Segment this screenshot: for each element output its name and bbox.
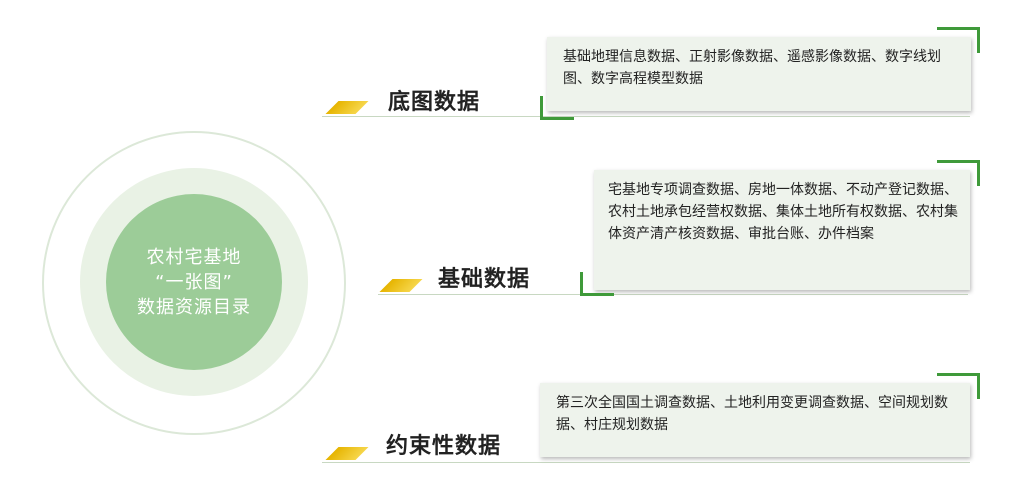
center-circle: 农村宅基地 “一张图” 数据资源目录 <box>106 194 282 370</box>
corner-cap-side-constraint <box>977 373 980 399</box>
center-title-line3: 数据资源目录 <box>137 296 251 318</box>
detail-text-basemap: 基础地理信息数据、正射影像数据、遥感影像数据、数字线划图、数字高程模型数据 <box>563 49 941 87</box>
corner-bracket-bottom-basic <box>580 293 614 296</box>
center-title-line1: 农村宅基地 <box>146 246 242 268</box>
corner-cap-side-basemap <box>977 27 980 53</box>
branch-line-basemap <box>322 116 970 117</box>
category-label-basemap: 底图数据 <box>388 90 481 115</box>
marker-basic <box>379 279 423 292</box>
category-label-basic: 基础数据 <box>438 267 531 292</box>
center-title-line2: “一张图” <box>155 271 233 293</box>
corner-cap-top-constraint <box>937 373 979 376</box>
corner-cap-top-basemap <box>937 27 979 30</box>
marker-constraint <box>325 447 369 460</box>
detail-text-basic: 宅基地专项调查数据、房地一体数据、不动产登记数据、农村土地承包经营权数据、集体土… <box>608 182 958 242</box>
category-label-constraint: 约束性数据 <box>386 434 502 459</box>
detail-text-constraint: 第三次全国国土调查数据、土地利用变更调查数据、空间规划数据、村庄规划数据 <box>556 395 948 433</box>
corner-bracket-side-basic <box>580 272 583 296</box>
detail-box-constraint: 第三次全国国土调查数据、土地利用变更调查数据、空间规划数据、村庄规划数据 <box>540 383 970 457</box>
corner-cap-side-basic <box>977 160 980 186</box>
detail-box-basemap: 基础地理信息数据、正射影像数据、遥感影像数据、数字线划图、数字高程模型数据 <box>547 37 971 111</box>
branch-line-constraint <box>322 462 970 463</box>
detail-box-basic: 宅基地专项调查数据、房地一体数据、不动产登记数据、农村土地承包经营权数据、集体土… <box>594 170 970 290</box>
marker-basemap <box>325 101 369 114</box>
branch-line-basic <box>378 294 968 295</box>
corner-bracket-bottom-basemap <box>540 117 574 120</box>
outer-ring <box>42 131 346 435</box>
corner-bracket-side-basemap <box>540 96 543 120</box>
corner-cap-top-basic <box>937 160 979 163</box>
